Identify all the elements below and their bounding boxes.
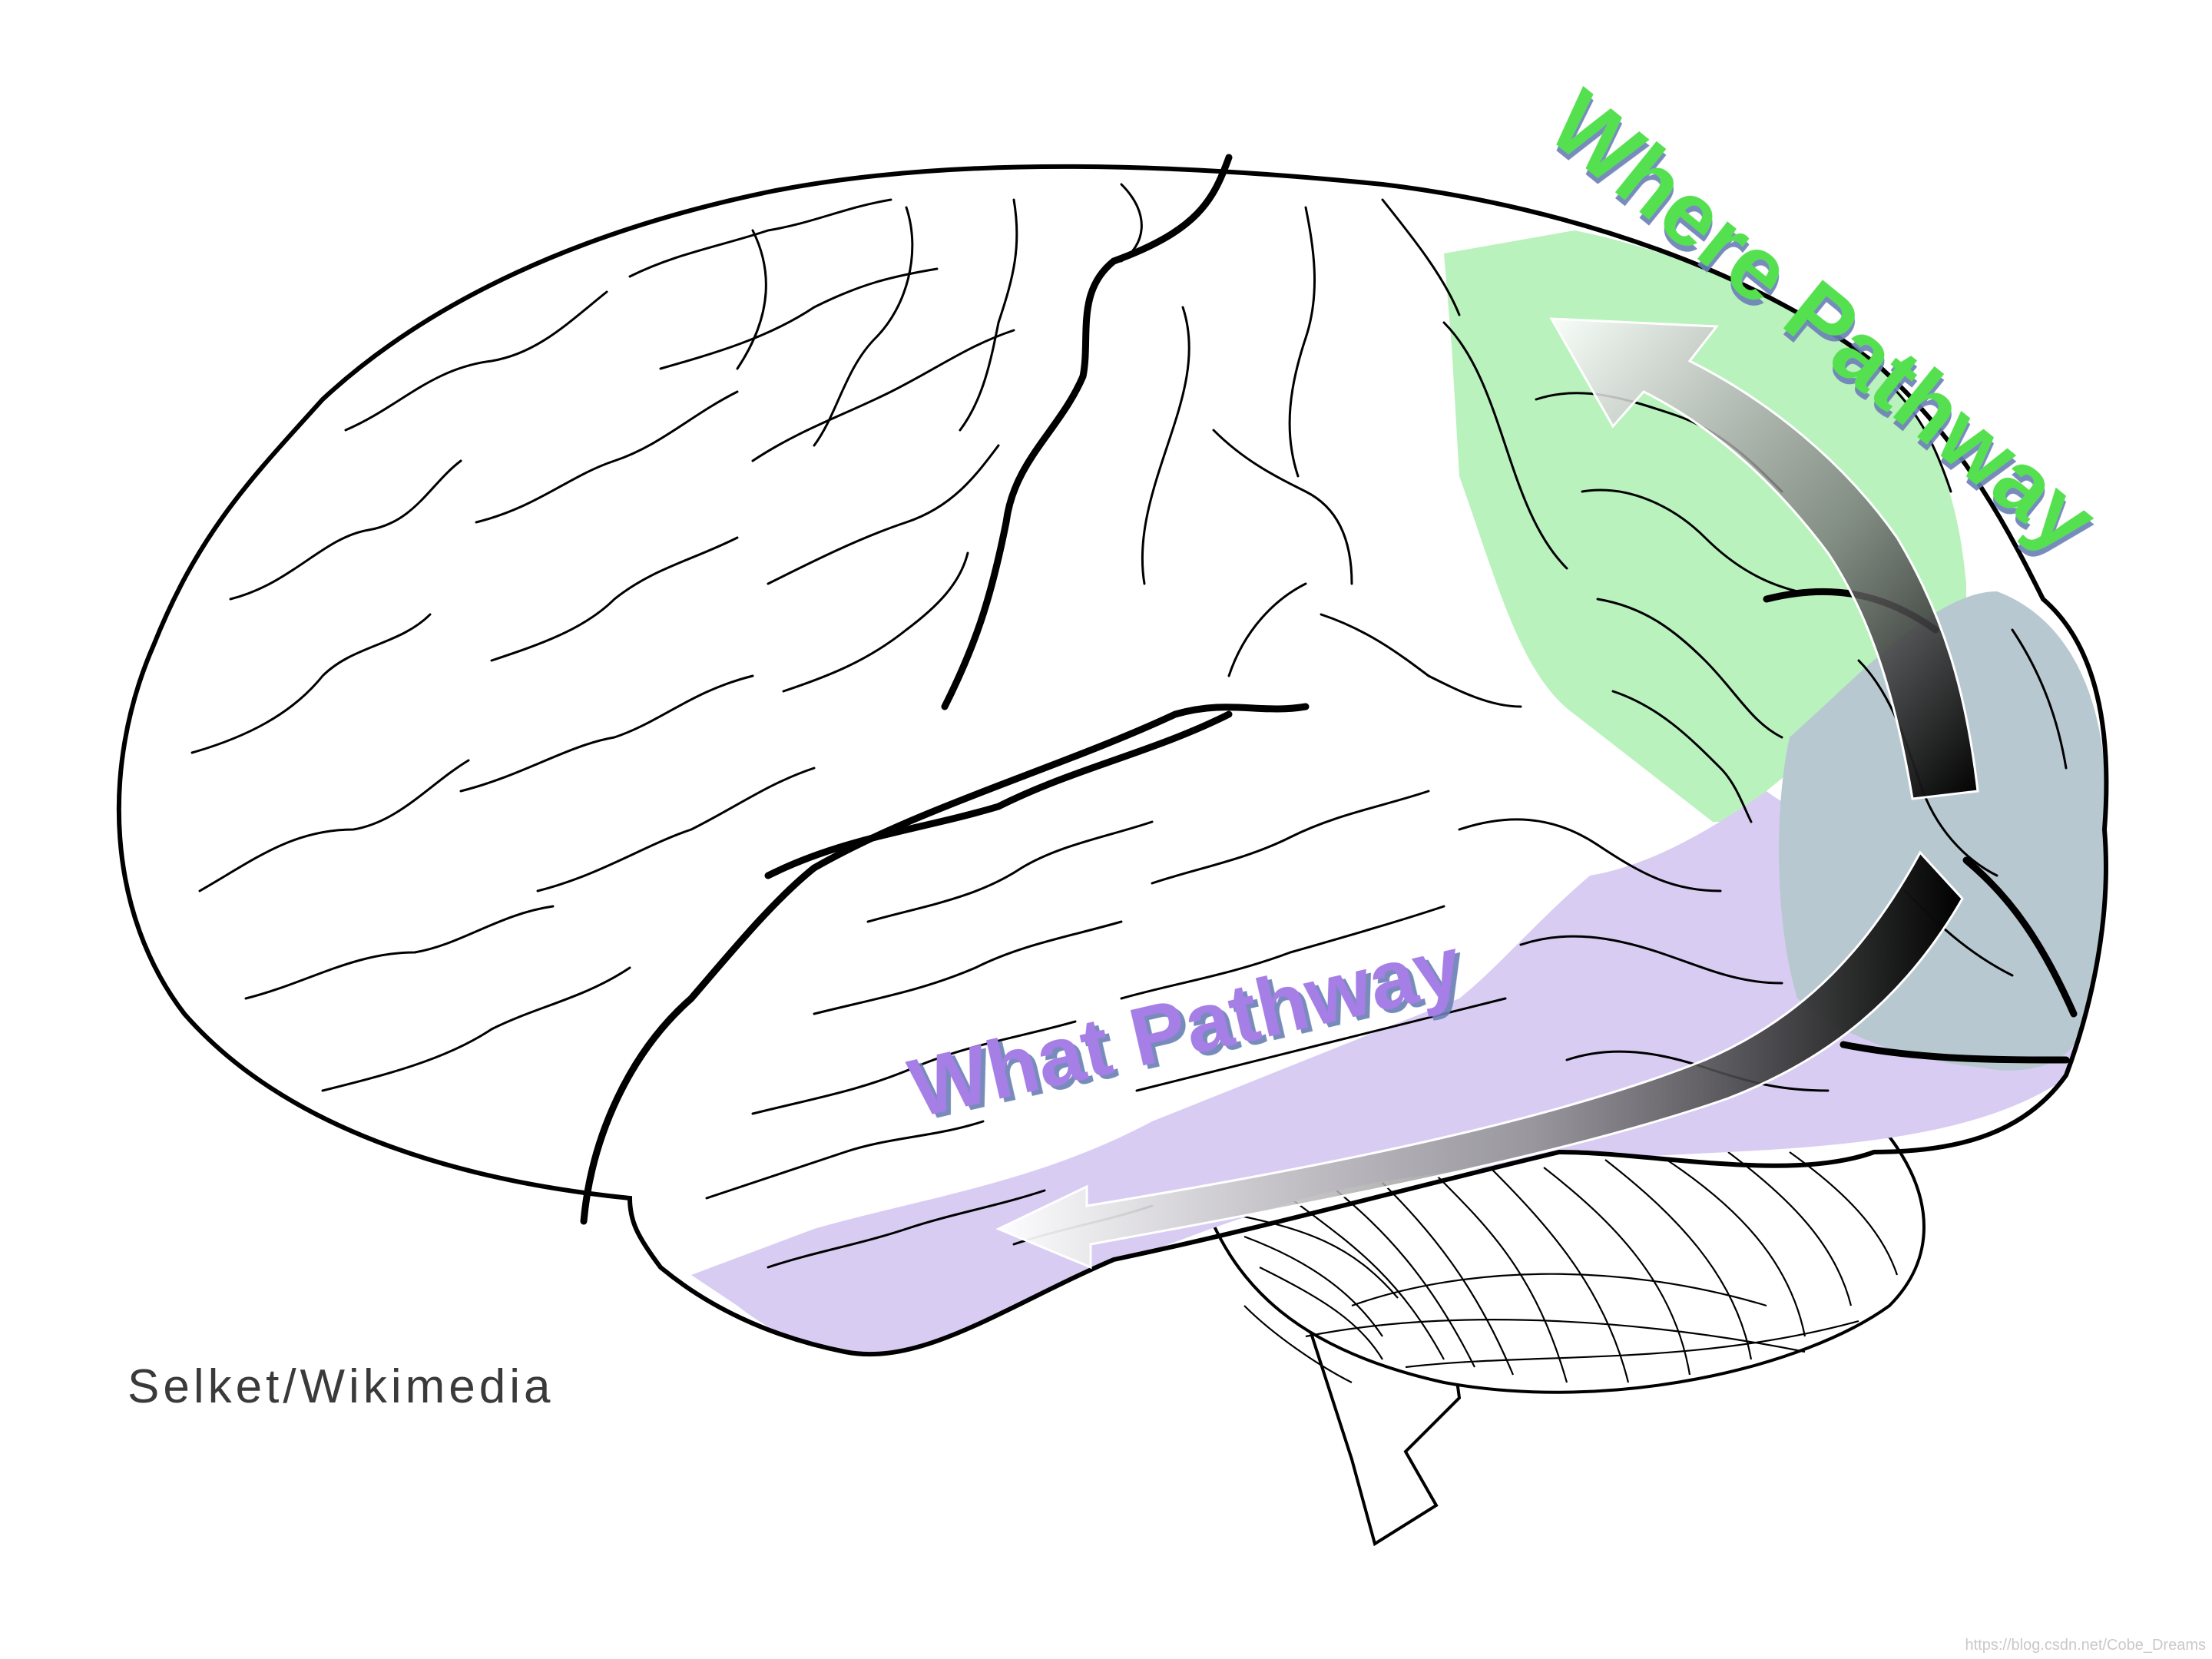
where-region [1444, 230, 1966, 822]
what-arrow [995, 850, 1964, 1270]
watermark: https://blog.csdn.net/Cobe_Dreams [1965, 1637, 2206, 1654]
gyri-lines [190, 183, 2068, 1269]
where-arrow [1549, 317, 1979, 800]
brain-outline [116, 164, 2109, 1357]
image-credit: Selket/Wikimedia [127, 1360, 555, 1413]
